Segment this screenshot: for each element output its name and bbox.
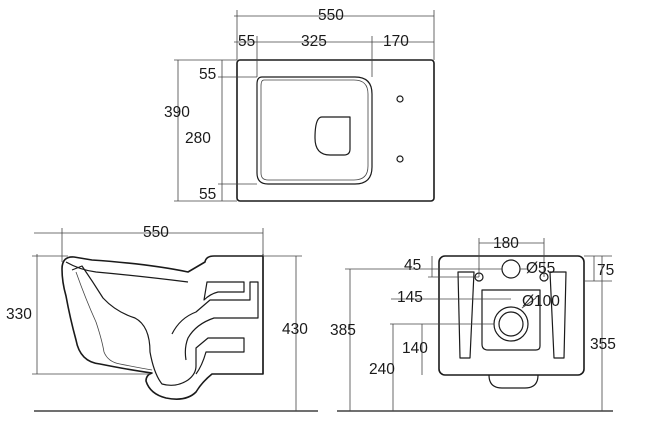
dim-top-overall-width: 550 (318, 7, 344, 24)
rear-view-slot-left (457, 271, 475, 359)
dim-rear-vertical-145: 145 (397, 289, 423, 306)
dim-rear-inlet-dia: Ø55 (526, 260, 555, 277)
dim-top-bowl-depth: 280 (185, 130, 211, 147)
top-view-fixing-hole (396, 95, 404, 103)
top-view-bowl-rim (260, 79, 369, 181)
top-view-bowl (256, 76, 373, 185)
dim-rear-right-top: 75 (597, 262, 614, 279)
dim-side-total-height: 430 (282, 321, 308, 338)
rear-view-foot (488, 374, 539, 389)
top-view-opening (314, 116, 351, 156)
side-view: 550 330 430 (6, 224, 318, 412)
top-view-outline (236, 59, 435, 202)
dim-side-bowl-height: 330 (6, 306, 32, 323)
side-view-body (61, 255, 264, 400)
rear-view-recess (481, 289, 541, 351)
side-view-trap (171, 281, 259, 361)
dim-top-front: 55 (238, 33, 255, 50)
rear-view-inlet (501, 259, 521, 279)
side-view-inlet (203, 281, 245, 301)
side-view-bowl-inner (75, 271, 153, 371)
top-view-fixing-hole (396, 155, 404, 163)
rear-view-outlet-inner (498, 311, 524, 337)
dim-top-rear: 170 (383, 33, 409, 50)
dim-rear-vertical-140: 140 (402, 340, 428, 357)
dim-top-overall-depth: 390 (164, 104, 190, 121)
rear-view: 180 45 Ø55 75 145 Ø100 385 140 355 240 (330, 235, 616, 412)
side-view-bowl (71, 265, 245, 386)
dim-rear-spacing: 180 (493, 235, 519, 252)
dim-rear-total-height: 385 (330, 322, 356, 339)
dim-rear-right-height: 355 (590, 336, 616, 353)
dim-rear-offset-top: 45 (404, 257, 421, 274)
dim-rear-outlet-dia: Ø100 (522, 293, 560, 310)
side-view-rim (65, 261, 189, 283)
dim-top-margin-bottom: 55 (199, 186, 216, 203)
top-view: 550 55 325 170 390 55 280 55 (164, 7, 435, 203)
dim-rear-bottom-height: 240 (369, 361, 395, 378)
dim-side-length: 550 (143, 224, 169, 241)
dim-top-margin-top: 55 (199, 66, 216, 83)
rear-view-outline (438, 255, 585, 376)
dim-top-bowl: 325 (301, 33, 327, 50)
rear-view-slot-right (549, 271, 567, 359)
